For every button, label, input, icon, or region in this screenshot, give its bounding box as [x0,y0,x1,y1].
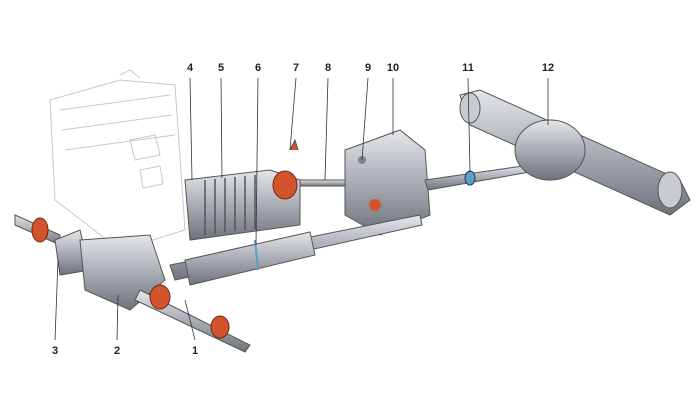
callout-6: 6 [254,62,262,74]
leader-lines [54,77,549,341]
callout-12: 12 [541,62,555,74]
gearbox [184,138,301,241]
callout-11: 11 [462,62,474,74]
universal-joint [464,170,476,186]
callout-10: 10 [386,62,400,74]
callout-1: 1 [191,345,199,357]
callout-5: 5 [217,62,225,74]
rear-propeller-shaft [424,164,531,191]
callout-7: 7 [292,62,300,74]
front-axle [14,214,251,353]
callout-8: 8 [324,62,332,74]
callout-9: 9 [364,62,372,74]
engine-outline [49,69,186,251]
intermediate-shaft [299,179,351,187]
callout-3: 3 [51,345,59,357]
callout-4: 4 [186,62,194,74]
transfer-case [344,129,431,236]
callout-2: 2 [113,345,121,357]
rear-axle [459,89,691,216]
